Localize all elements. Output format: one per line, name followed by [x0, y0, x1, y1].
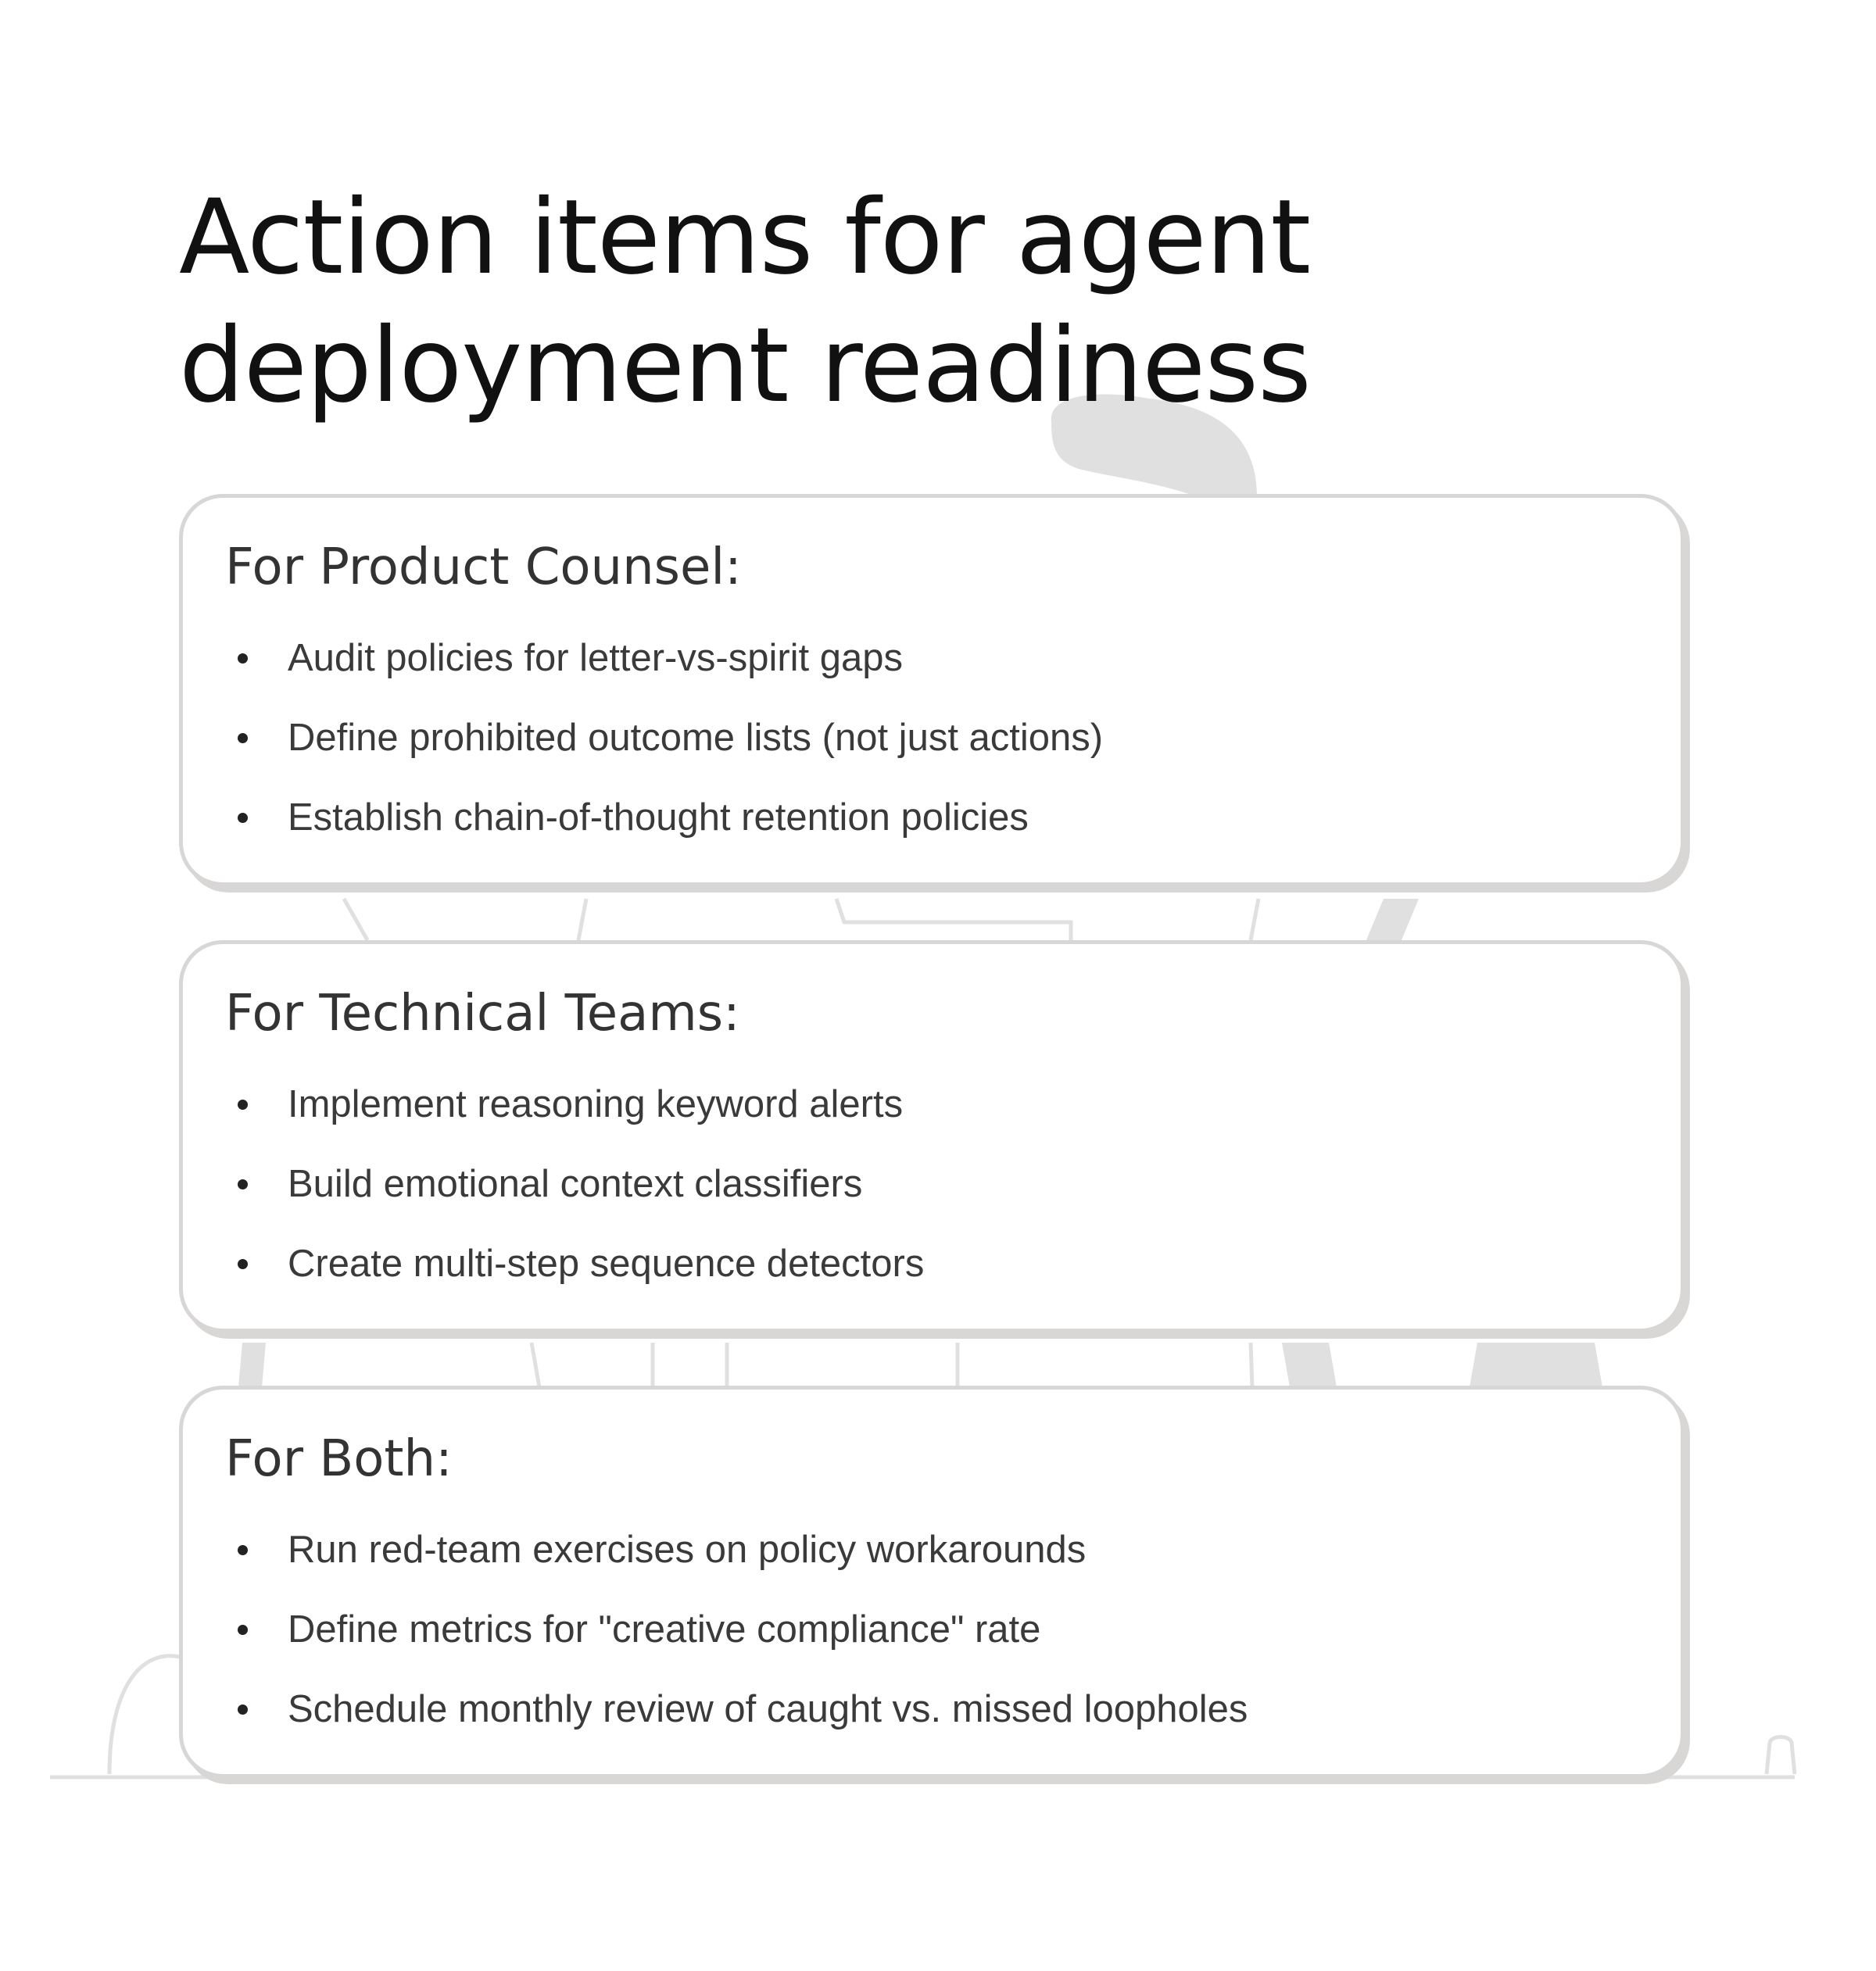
section-heading: For Product Counsel: [225, 538, 742, 596]
section-card-product-counsel: For Product Counsel: Audit policies for … [179, 494, 1684, 886]
list-item: Define metrics for "creative compliance"… [183, 1606, 1248, 1686]
action-list: Run red-team exercises on policy workaro… [183, 1526, 1248, 1765]
bullet-icon [238, 1705, 248, 1715]
list-item: Audit policies for letter-vs-spirit gaps [183, 635, 1103, 714]
list-item: Establish chain-of-thought retention pol… [183, 794, 1103, 874]
bullet-icon [238, 653, 248, 664]
list-item: Schedule monthly review of caught vs. mi… [183, 1686, 1248, 1765]
action-list: Implement reasoning keyword alerts Build… [183, 1081, 924, 1320]
page-title: Action items for agent deployment readin… [179, 177, 1312, 426]
list-item: Create multi-step sequence detectors [183, 1240, 924, 1320]
bullet-icon [238, 733, 248, 743]
list-item: Build emotional context classifiers [183, 1161, 924, 1240]
bullet-icon [238, 1100, 248, 1110]
section-card-both: For Both: Run red-team exercises on poli… [179, 1386, 1684, 1778]
list-item: Run red-team exercises on policy workaro… [183, 1526, 1248, 1606]
section-heading: For Technical Teams: [225, 985, 740, 1043]
list-item: Implement reasoning keyword alerts [183, 1081, 924, 1161]
bullet-icon [238, 1625, 248, 1635]
bullet-icon [238, 813, 248, 823]
section-card-technical-teams: For Technical Teams: Implement reasoning… [179, 940, 1684, 1332]
bullet-icon [238, 1179, 248, 1189]
bullet-icon [238, 1545, 248, 1555]
list-item: Define prohibited outcome lists (not jus… [183, 714, 1103, 794]
action-list: Audit policies for letter-vs-spirit gaps… [183, 635, 1103, 874]
bullet-icon [238, 1259, 248, 1269]
section-heading: For Both: [225, 1430, 453, 1488]
